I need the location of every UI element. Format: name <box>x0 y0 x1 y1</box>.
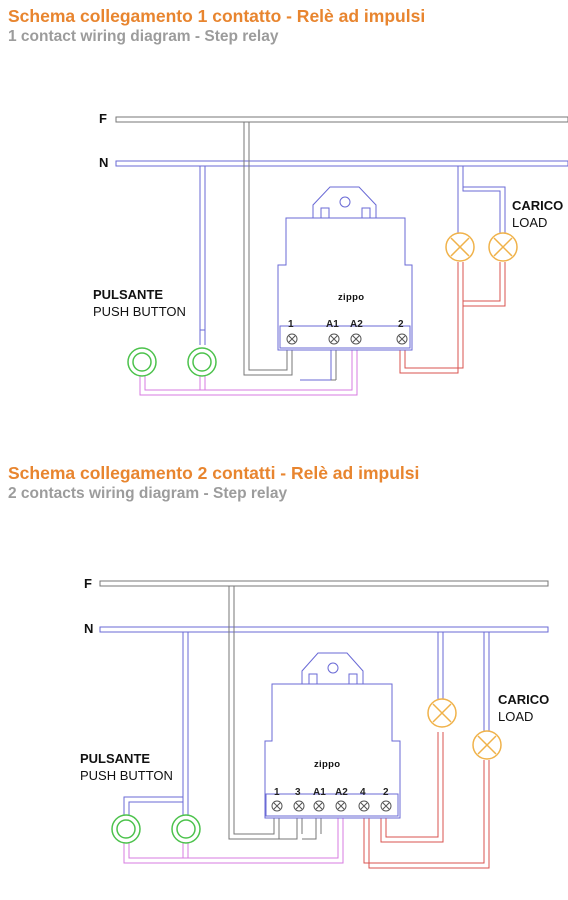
neutral-wire-load <box>437 632 490 731</box>
load-return-wire <box>399 262 506 374</box>
terminal-label-2: 2 <box>398 319 404 330</box>
step-relay <box>264 652 401 819</box>
terminal-label-4: 4 <box>360 787 366 798</box>
diagram2-title-en: 2 contacts wiring diagram - Step relay <box>8 485 288 502</box>
phase-bus-f <box>99 580 549 587</box>
phase-bus-f <box>115 116 568 123</box>
diagram2-title-it: Schema collegamento 2 contatti - Relè ad… <box>8 463 420 483</box>
terminal-label-a1: A1 <box>326 319 339 330</box>
load-label-en: LOAD <box>498 709 533 724</box>
terminal-label-a2: A2 <box>335 787 348 798</box>
neutral-button-link <box>300 348 332 381</box>
push-label-it: PULSANTE <box>80 751 150 766</box>
terminal-label-3: 3 <box>295 787 301 798</box>
lamp-icon <box>427 698 502 760</box>
brand-logo: zippo <box>314 759 340 770</box>
terminal-label-1: 1 <box>288 319 294 330</box>
terminal-label-1: 1 <box>274 787 280 798</box>
wiring-diagram-2: F N <box>80 576 549 869</box>
phase-wire <box>243 122 293 376</box>
push-label-it: PULSANTE <box>93 287 163 302</box>
push-button-icon <box>127 347 217 377</box>
diagram1-title-it: Schema collegamento 1 contatto - Relè ad… <box>8 6 426 26</box>
neutral-bus-n <box>99 626 549 633</box>
wiring-diagram-1: F N <box>93 111 568 396</box>
terminal-label-2: 2 <box>383 787 389 798</box>
terminal-label-a1: A1 <box>313 787 326 798</box>
push-button-icon <box>111 814 201 844</box>
load-label-it: CARICO <box>512 198 563 213</box>
label-n: N <box>99 155 108 170</box>
terminal-label-a2: A2 <box>350 319 363 330</box>
a1-wire <box>274 818 322 840</box>
neutral-wire-button <box>199 166 206 345</box>
load-return-wire <box>363 732 490 869</box>
neutral-wire-load <box>457 166 506 233</box>
push-label-en: PUSH BUTTON <box>80 768 173 783</box>
neutral-wire-button <box>123 632 189 815</box>
a1-wire <box>331 348 337 381</box>
terminal-screws <box>271 800 392 812</box>
label-f: F <box>99 111 107 126</box>
step-relay <box>277 186 413 351</box>
label-n: N <box>84 621 93 636</box>
button-wire <box>139 348 358 396</box>
load-label-it: CARICO <box>498 692 549 707</box>
push-label-en: PUSH BUTTON <box>93 304 186 319</box>
button-wire <box>123 818 344 864</box>
brand-logo: zippo <box>338 292 364 303</box>
neutral-bus-n <box>115 160 568 167</box>
diagram1-title-en: 1 contact wiring diagram - Step relay <box>8 28 279 45</box>
phase-wire <box>228 586 280 840</box>
terminal-screws <box>286 333 408 345</box>
lamp-icon <box>445 232 518 262</box>
load-label-en: LOAD <box>512 215 547 230</box>
label-f: F <box>84 576 92 591</box>
